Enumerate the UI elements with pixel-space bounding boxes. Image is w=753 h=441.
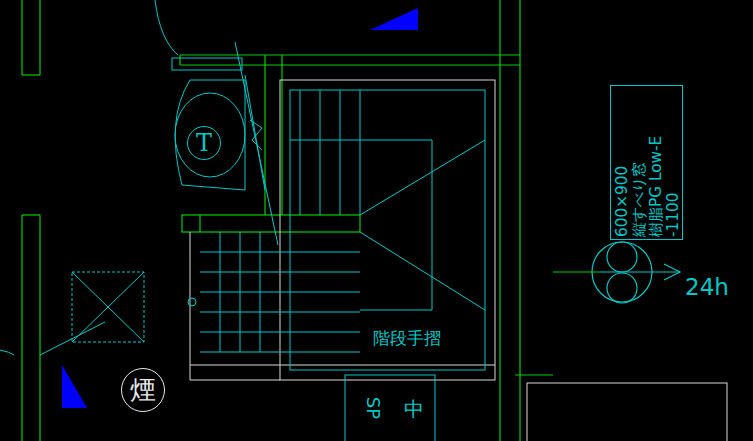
smoke-vent [0, 272, 144, 355]
symbol-letter: 煙 [130, 377, 156, 403]
window-spec-line: 縦すべり窓 [631, 86, 648, 237]
window-spec-line: 樹脂PG Low-E [648, 86, 665, 237]
stair-handrail-note: 階段手摺 [373, 329, 441, 348]
stair-treads [188, 42, 485, 441]
smoke-circle: 煙 [121, 368, 165, 412]
section-marker [370, 8, 418, 30]
window-spec-box: 600×900縦すべり窓樹脂PG Low-E-1100 [610, 85, 683, 240]
equipment-tag: 中 [404, 398, 424, 420]
rotated-text-block: 600×900縦すべり窓樹脂PG Low-E-1100 [611, 86, 684, 241]
window-spec-line: 600×900 [614, 86, 631, 237]
equipment-tag: SP [363, 397, 383, 419]
section-marker [62, 365, 87, 408]
fixture-circle: T [187, 126, 221, 160]
fan-operation-note: 24h [685, 275, 729, 300]
fan-symbol [592, 242, 680, 303]
window-spec-line: -1100 [665, 86, 682, 237]
symbol-letter: T [196, 131, 212, 155]
stair-outline [190, 80, 727, 441]
toilet-symbol [155, 0, 265, 190]
walls [22, 0, 600, 441]
